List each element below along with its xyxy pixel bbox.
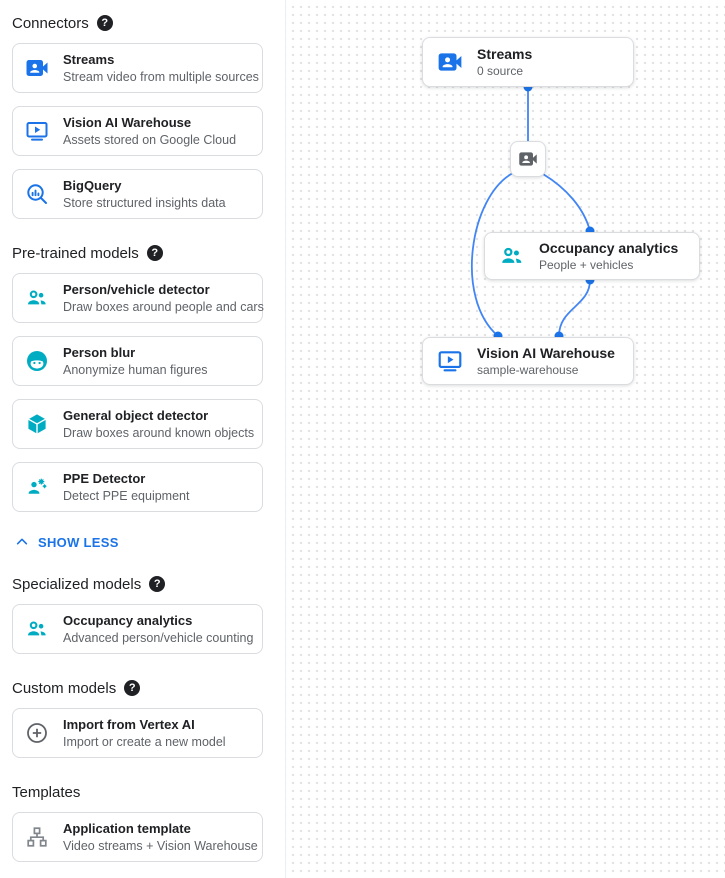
edge-mini-to-warehouse[interactable] bbox=[470, 172, 514, 337]
sidebar-card-person-blur[interactable]: Person blur Anonymize human figures bbox=[12, 336, 263, 386]
node-subtitle: sample-warehouse bbox=[477, 363, 579, 377]
section-title: Custom models bbox=[12, 679, 117, 697]
card-subtitle: Store structured insights data bbox=[63, 195, 226, 210]
node-streams[interactable]: Streams 0 source bbox=[422, 37, 634, 87]
video-camera-front-icon bbox=[25, 56, 49, 80]
card-title: Person/vehicle detector bbox=[63, 281, 210, 297]
org-chart-icon bbox=[25, 825, 49, 849]
sidebar-card-person-vehicle-detector[interactable]: Person/vehicle detector Draw boxes aroun… bbox=[12, 273, 264, 323]
card-title: PPE Detector bbox=[63, 470, 146, 486]
section-title: Pre-trained models bbox=[12, 244, 139, 262]
card-subtitle: Anonymize human figures bbox=[63, 362, 208, 377]
person-gear-icon bbox=[25, 475, 49, 499]
plus-circle-icon bbox=[25, 721, 49, 745]
node-vision-ai-warehouse[interactable]: Vision AI Warehouse sample-warehouse bbox=[422, 337, 634, 385]
people-icon bbox=[25, 617, 49, 641]
edges-layer bbox=[470, 82, 595, 341]
video-camera-front-icon bbox=[437, 49, 463, 75]
component-sidebar: Connectors ? Streams Stream video from m… bbox=[0, 0, 285, 878]
card-title: BigQuery bbox=[63, 177, 122, 193]
section-heading-specialized-models: Specialized models ? bbox=[12, 574, 263, 594]
monitor-play-icon bbox=[437, 348, 463, 374]
card-subtitle: Stream video from multiple sources bbox=[63, 69, 259, 84]
sidebar-card-import-from-vertex-ai[interactable]: Import from Vertex AI Import or create a… bbox=[12, 708, 263, 758]
sidebar-card-occupancy-analytics[interactable]: Occupancy analytics Advanced person/vehi… bbox=[12, 604, 263, 654]
card-subtitle: Import or create a new model bbox=[63, 734, 226, 749]
sidebar-card-general-object-detector[interactable]: General object detector Draw boxes aroun… bbox=[12, 399, 263, 449]
node-stream-source-mini[interactable] bbox=[510, 141, 546, 177]
section-heading-pretrained-models: Pre-trained models ? bbox=[12, 243, 263, 263]
edge-occupancy-to-warehouse[interactable] bbox=[558, 279, 591, 337]
card-subtitle: Video streams + Vision Warehouse bbox=[63, 838, 258, 853]
section-heading-templates: Templates bbox=[12, 782, 263, 802]
people-icon bbox=[25, 286, 49, 310]
card-subtitle: Draw boxes around known objects bbox=[63, 425, 255, 440]
chevron-up-icon bbox=[16, 538, 28, 545]
section-heading-connectors: Connectors ? bbox=[12, 13, 263, 33]
people-icon bbox=[499, 243, 525, 269]
node-title: Occupancy analytics bbox=[539, 240, 679, 256]
card-title: Application template bbox=[63, 820, 191, 836]
card-title: General object detector bbox=[63, 407, 209, 423]
cube-icon bbox=[25, 412, 49, 436]
sidebar-card-application-template[interactable]: Application template Video streams + Vis… bbox=[12, 812, 263, 862]
magnifier-chart-icon bbox=[25, 182, 49, 206]
node-title: Streams bbox=[477, 46, 533, 62]
section-title: Specialized models bbox=[12, 575, 142, 593]
graph-canvas[interactable]: Streams 0 source Occupancy analytics Peo… bbox=[285, 0, 725, 878]
card-subtitle: Assets stored on Google Cloud bbox=[63, 132, 237, 147]
video-camera-front-icon bbox=[518, 149, 538, 169]
show-less-button[interactable]: SHOW LESS bbox=[14, 534, 263, 550]
card-title: Vision AI Warehouse bbox=[63, 114, 192, 130]
sidebar-card-streams[interactable]: Streams Stream video from multiple sourc… bbox=[12, 43, 263, 93]
node-subtitle: People + vehicles bbox=[539, 258, 634, 272]
card-subtitle: Draw boxes around people and cars bbox=[63, 299, 264, 314]
sidebar-card-bigquery[interactable]: BigQuery Store structured insights data bbox=[12, 169, 263, 219]
section-heading-custom-models: Custom models ? bbox=[12, 678, 263, 698]
help-icon[interactable]: ? bbox=[146, 245, 163, 261]
card-title: Occupancy analytics bbox=[63, 612, 193, 628]
help-icon[interactable]: ? bbox=[149, 576, 166, 592]
card-subtitle: Detect PPE equipment bbox=[63, 488, 190, 503]
edge-mini-to-occupancy[interactable] bbox=[542, 173, 591, 232]
monitor-play-icon bbox=[25, 119, 49, 143]
sidebar-card-vision-ai-warehouse[interactable]: Vision AI Warehouse Assets stored on Goo… bbox=[12, 106, 263, 156]
node-title: Vision AI Warehouse bbox=[477, 345, 615, 361]
card-title: Person blur bbox=[63, 344, 136, 360]
sidebar-card-ppe-detector[interactable]: PPE Detector Detect PPE equipment bbox=[12, 462, 263, 512]
help-icon[interactable]: ? bbox=[96, 15, 113, 31]
section-title: Connectors bbox=[12, 14, 89, 32]
show-less-label: SHOW LESS bbox=[38, 534, 119, 550]
node-occupancy-analytics[interactable]: Occupancy analytics People + vehicles bbox=[484, 232, 700, 280]
card-subtitle: Advanced person/vehicle counting bbox=[63, 630, 254, 645]
node-subtitle: 0 source bbox=[477, 64, 524, 78]
section-title: Templates bbox=[12, 783, 81, 801]
help-icon[interactable]: ? bbox=[124, 680, 141, 696]
face-icon bbox=[25, 349, 49, 373]
card-title: Streams bbox=[63, 51, 115, 67]
card-title: Import from Vertex AI bbox=[63, 716, 195, 732]
